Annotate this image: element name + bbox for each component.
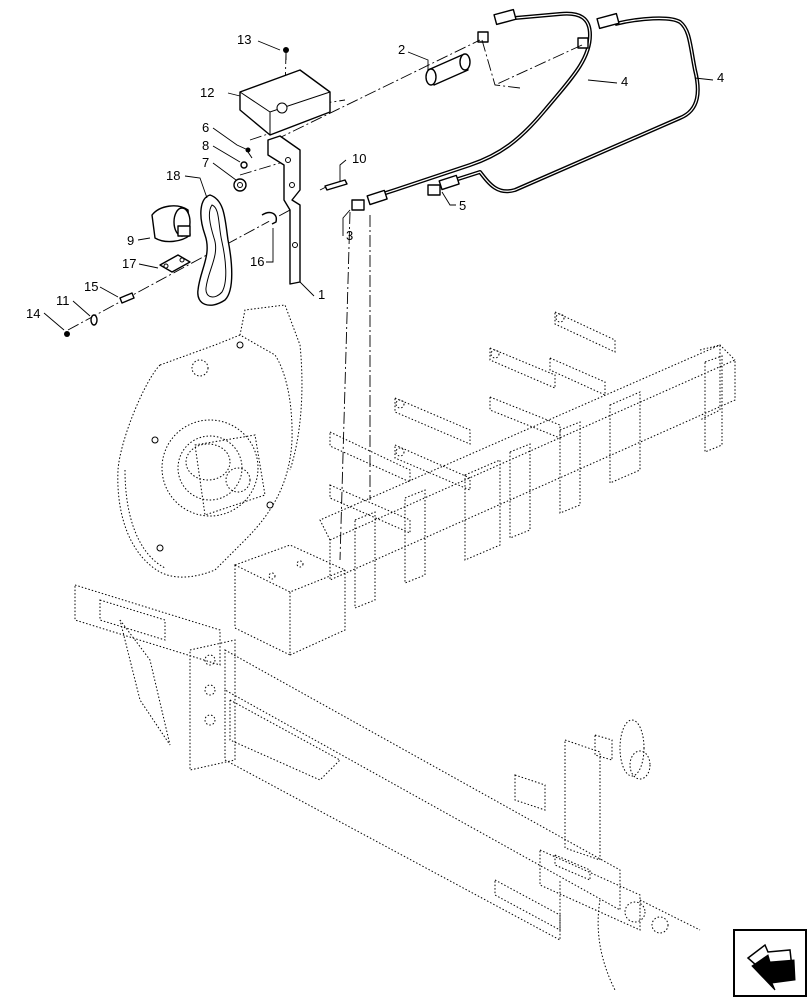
hydraulic-hoses: [351, 8, 700, 211]
callout-5: 5: [459, 198, 466, 213]
callout-11: 11: [56, 293, 70, 308]
callout-9: 9: [127, 233, 134, 248]
shank-links: [329, 311, 616, 534]
toolbar-frame-tube: [319, 344, 736, 609]
hitch-tongue: [189, 639, 701, 991]
callout-6: 6: [202, 120, 209, 135]
part-2-cylinder: [425, 53, 471, 86]
part-18-belt: [197, 194, 233, 306]
left-wing-tube: [74, 584, 221, 746]
fan-housing: [117, 304, 303, 578]
leader-lines: [43, 40, 714, 331]
callout-1: 1: [318, 287, 325, 302]
part-17-link: [159, 254, 191, 273]
callout-18: 18: [166, 168, 180, 183]
fan-mount-box: [233, 544, 347, 656]
part-13-screw: [283, 47, 289, 60]
callout-7: 7: [202, 155, 209, 170]
pin-washer-nut: [64, 292, 135, 337]
callout-labels: 13 2 4 4 12 6 8 7 10 18 5 3 9 16 17 15 1…: [26, 32, 724, 321]
callout-8: 8: [202, 138, 209, 153]
part-12-cover: [239, 69, 331, 136]
callout-2: 2: [398, 42, 405, 57]
callout-4b: 4: [717, 70, 724, 85]
callout-16: 16: [250, 254, 264, 269]
callout-12: 12: [200, 85, 214, 100]
callout-15: 15: [84, 279, 98, 294]
callout-17: 17: [122, 256, 136, 271]
previous-page-arrow-icon[interactable]: [733, 929, 807, 997]
callout-3: 3: [346, 228, 353, 243]
callout-4a: 4: [621, 74, 628, 89]
fastener-hardware: [233, 147, 348, 225]
callout-14: 14: [26, 306, 40, 321]
callout-13: 13: [237, 32, 251, 47]
part-9-motor: [151, 205, 191, 243]
callout-10: 10: [352, 151, 366, 166]
